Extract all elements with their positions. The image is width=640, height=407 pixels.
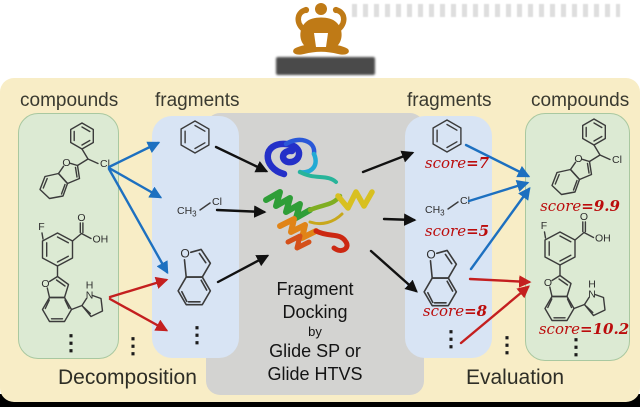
more-compounds-right-dots: ⋮ xyxy=(565,334,587,359)
arrow-decompose-c1-to-chloromethane xyxy=(107,166,163,199)
docking-title-line1: Fragment xyxy=(276,279,354,299)
compound1-structure-right xyxy=(551,118,623,196)
score-benzofuran: score=8 xyxy=(422,302,488,320)
label-compounds-left: compounds xyxy=(20,90,119,111)
arrow-result-chloromethane xyxy=(382,213,417,226)
arrow-result-benzofuran xyxy=(369,249,418,293)
docking-method-line1: Glide SP or xyxy=(269,341,361,361)
arrow-evaluate-benzene-to-c1 xyxy=(464,143,531,178)
docking-method-line2: Glide HTVS xyxy=(267,364,363,384)
more-items-right-dots: ⋮ xyxy=(496,332,518,357)
benzofuran-structure-right xyxy=(423,246,458,307)
protein-ribbon xyxy=(263,137,375,253)
more-items-left-dots: ⋮ xyxy=(122,333,144,358)
logo-wordmark-illegible xyxy=(276,57,375,75)
benzene-structure-right xyxy=(432,119,462,153)
arrow-decompose-c1-to-benzene xyxy=(107,141,161,169)
arrow-evaluate-chloromethane-to-c1 xyxy=(467,179,530,203)
chloromethane-structure-right xyxy=(424,194,471,219)
docking-title-line2: Docking xyxy=(282,302,348,322)
more-fragments-left-dots: ⋮ xyxy=(186,322,208,347)
score-compound1: score=9.9 xyxy=(540,197,620,215)
arrow-evaluate-benzofuran-to-c1 xyxy=(469,186,531,271)
fragments-box-left xyxy=(152,116,239,358)
fragments-box-right xyxy=(405,116,492,358)
arrow-evaluate-benzofuran-to-c2 xyxy=(468,275,532,288)
more-compounds-left-dots: ⋮ xyxy=(60,330,82,355)
arrow-dock-chloromethane xyxy=(215,205,267,218)
stage-label-decomposition: Decomposition xyxy=(58,366,197,389)
score-compound2: score=10.2 xyxy=(538,320,630,338)
compound2-structure-left xyxy=(37,211,109,323)
score-chloromethane: score=5 xyxy=(424,222,490,240)
label-fragments-left: fragments xyxy=(155,90,240,111)
arrow-result-benzene xyxy=(361,150,415,174)
faint-watermark-pattern xyxy=(352,4,620,17)
benzene-structure-left xyxy=(180,120,210,154)
meditating-figure-with-cup-icon xyxy=(293,3,349,55)
label-compounds-right: compounds xyxy=(531,90,630,111)
arrow-evaluate-more-to-c2 xyxy=(459,285,530,345)
compound2-structure-right xyxy=(540,210,612,322)
label-fragments-right: fragments xyxy=(407,90,492,111)
arrow-dock-benzofuran xyxy=(216,254,270,284)
chloromethane-structure-left xyxy=(176,195,223,220)
compound1-structure-left xyxy=(39,122,111,200)
arrow-decompose-c2-to-more xyxy=(108,297,169,332)
score-benzene: score=7 xyxy=(424,154,490,172)
arrow-decompose-c2-to-benzofuran xyxy=(108,276,169,299)
arrow-dock-benzene xyxy=(214,145,269,173)
docking-connector: by xyxy=(308,324,322,339)
stage-label-evaluation: Evaluation xyxy=(466,366,565,389)
arrow-decompose-c1-to-benzofuran xyxy=(107,167,169,275)
more-fragments-right-dots: ⋮ xyxy=(440,326,462,351)
